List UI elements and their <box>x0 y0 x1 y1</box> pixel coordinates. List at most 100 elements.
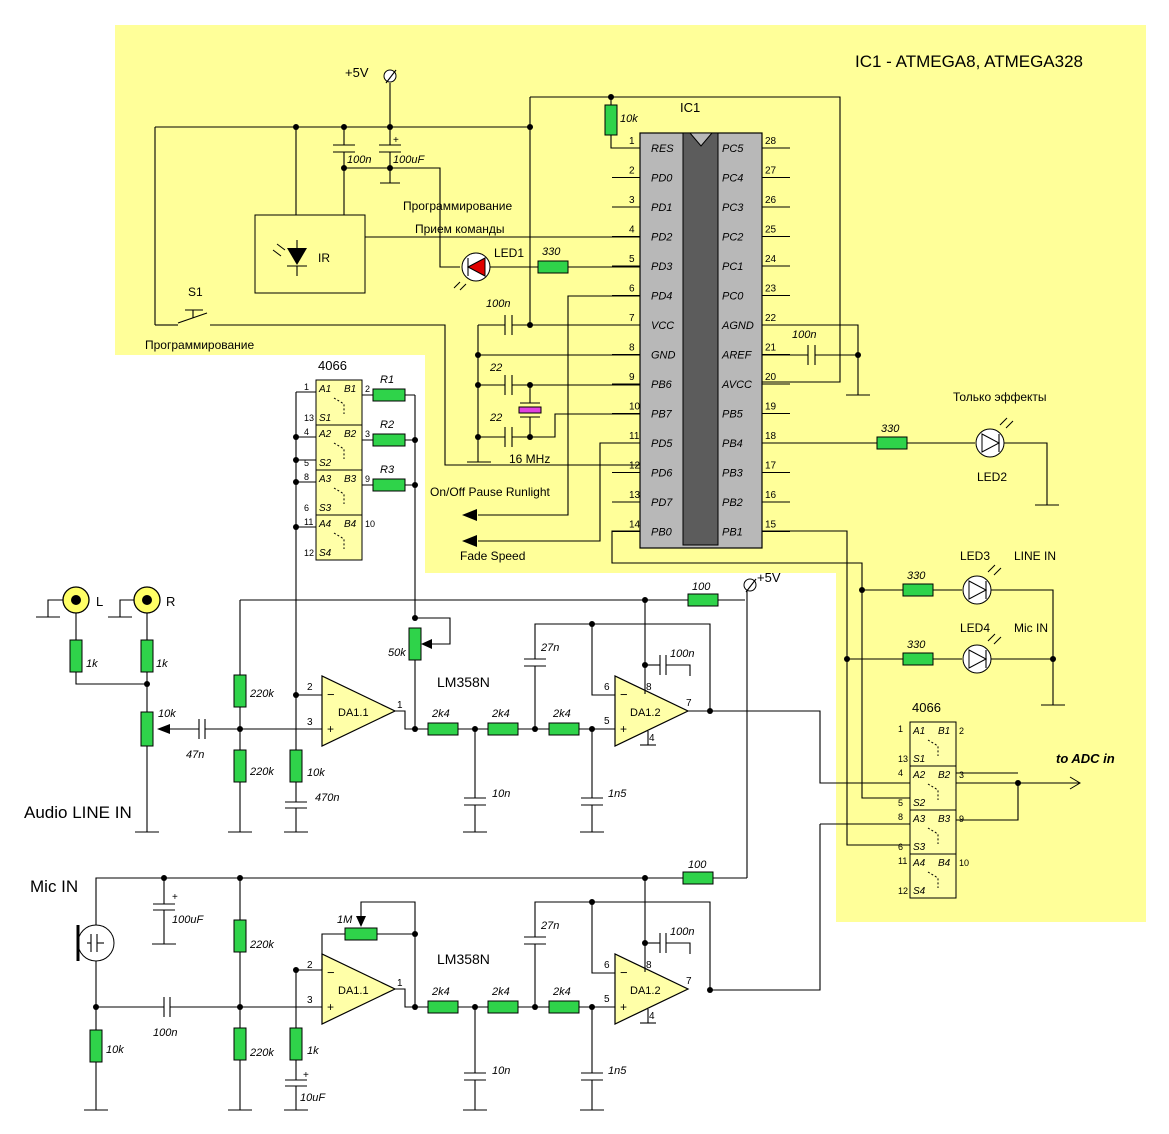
res-r2 <box>372 433 406 447</box>
svg-text:+: + <box>620 722 627 736</box>
cap-10n-a-label: 10n <box>492 788 510 800</box>
switch-b-label: B4 <box>938 858 951 869</box>
pot-50k-label: 50k <box>388 647 406 659</box>
svg-text:−: − <box>620 687 628 702</box>
res-10k-mic-label: 10k <box>106 1044 124 1056</box>
ic-pin-num-9: 9 <box>629 372 635 383</box>
switch-s1: S1 <box>168 285 208 326</box>
ic-pin-pc3: PC3 <box>722 202 744 214</box>
pin-num: 11 <box>304 517 313 527</box>
led3-label: LED3 <box>960 549 990 563</box>
opamp-bottom-b: − + DA1.2 6 5 8 4 7 <box>604 953 692 1025</box>
ic-pin-pd7: PD7 <box>651 497 673 509</box>
opamp-bottom-a: − + DA1.1 2 3 1 <box>307 953 403 1025</box>
opamp-top-b: − + DA1.2 6 5 8 4 7 <box>604 675 692 747</box>
res-1k-r <box>140 639 154 673</box>
jack-right: R <box>108 586 175 618</box>
ic-pin-num-3: 3 <box>629 195 635 206</box>
ic-pin-num-27: 27 <box>765 166 777 177</box>
switch-s-label: S4 <box>319 548 332 559</box>
cap-100n-vcc-label: 100n <box>486 298 510 310</box>
opamp-bottom-b-label: DA1.2 <box>630 985 661 997</box>
ic-pin-num-7: 7 <box>629 313 635 324</box>
switch-b-label: B3 <box>344 474 357 485</box>
pin-num: 3 <box>365 429 370 439</box>
switch-b-label: B1 <box>938 726 950 737</box>
label-receive-command: Прием команды <box>415 222 505 236</box>
res-2k4-a2 <box>487 722 519 736</box>
led3: LED3 <box>960 549 1002 605</box>
switch-b-label: B4 <box>344 519 357 530</box>
crystal-16mhz: 16 MHz <box>509 382 550 466</box>
cap-100n-b-label: 100n <box>670 926 694 938</box>
cap-100n-top-label: 100n <box>347 154 371 166</box>
ic-pin-num-10: 10 <box>629 402 641 413</box>
res-330-led4-label: 330 <box>907 639 926 651</box>
svg-text:4: 4 <box>649 1011 655 1022</box>
ic-pin-pd3: PD3 <box>651 261 673 273</box>
microphone <box>76 924 115 962</box>
switch-s-label: S3 <box>913 842 926 853</box>
ic-pin-num-23: 23 <box>765 284 777 295</box>
svg-text:3: 3 <box>307 995 313 1006</box>
pin-num: 10 <box>959 858 969 868</box>
pin-num: 8 <box>304 472 309 482</box>
res-r2-label: R2 <box>380 419 394 431</box>
svg-text:7: 7 <box>686 976 692 987</box>
res-330-led1 <box>537 260 569 274</box>
res-220k-c <box>233 919 247 953</box>
crystal-label: 16 MHz <box>509 452 550 466</box>
res-330-led2 <box>876 436 908 450</box>
pot-10k-line <box>140 711 154 747</box>
ic-pin-pd1: PD1 <box>651 202 672 214</box>
cap-10n-b-label: 10n <box>492 1065 510 1077</box>
switch-s-label: S3 <box>319 503 332 514</box>
res-220k-d <box>233 1027 247 1061</box>
pin-num: 13 <box>304 413 314 423</box>
cap-100n-mic-label: 100n <box>153 1027 177 1039</box>
label-programming-bottom: Программирование <box>145 338 254 352</box>
cap-22-b-label: 22 <box>489 412 502 424</box>
ic-pin-pd0: PD0 <box>651 173 673 185</box>
switch-b-label: B1 <box>344 384 356 395</box>
vcc-mid-label: +5V <box>757 570 781 585</box>
switch-a-label: A1 <box>318 384 331 395</box>
svg-text:+: + <box>327 722 334 736</box>
switch-a-label: A4 <box>912 858 926 869</box>
lm358-bottom-label: LM358N <box>437 951 490 967</box>
res-r1-label: R1 <box>380 374 394 386</box>
res-100-b-label: 100 <box>688 859 707 871</box>
res-r1 <box>372 388 406 402</box>
res-10k-a-label: 10k <box>307 767 325 779</box>
switch-s-label: S1 <box>913 754 925 765</box>
switch-s-label: S1 <box>319 413 331 424</box>
ic-pin-pc0: PC0 <box>722 291 744 303</box>
pin-num: 1 <box>898 724 903 734</box>
pin-num: 6 <box>304 503 309 513</box>
cap-47n-label: 47n <box>186 749 204 761</box>
pin-num: 3 <box>959 770 964 780</box>
label-mic-in: Mic IN <box>30 877 78 896</box>
svg-text:+: + <box>327 1000 334 1014</box>
pin-num: 2 <box>959 726 964 736</box>
pin-num: 13 <box>898 754 908 764</box>
ic-pin-num-24: 24 <box>765 254 777 265</box>
ic-pin-pb7: PB7 <box>651 409 673 421</box>
ic-pin-pb3: PB3 <box>722 468 744 480</box>
ic-pin-pb0: PB0 <box>651 527 673 539</box>
ic-pin-res: RES <box>651 143 674 155</box>
ic-pin-num-11: 11 <box>629 431 640 442</box>
cap-27n-b-label: 27n <box>540 920 559 932</box>
ic-pin-pd5: PD5 <box>651 438 673 450</box>
label-only-effects: Только эффекты <box>953 390 1047 404</box>
pin-num: 6 <box>898 842 903 852</box>
jack-left-label: L <box>96 594 103 609</box>
res-2k4-a1 <box>427 722 459 736</box>
res-10k-mic <box>89 1029 103 1063</box>
cap-27n-a-label: 27n <box>540 642 559 654</box>
switch-b-label: B3 <box>938 814 951 825</box>
